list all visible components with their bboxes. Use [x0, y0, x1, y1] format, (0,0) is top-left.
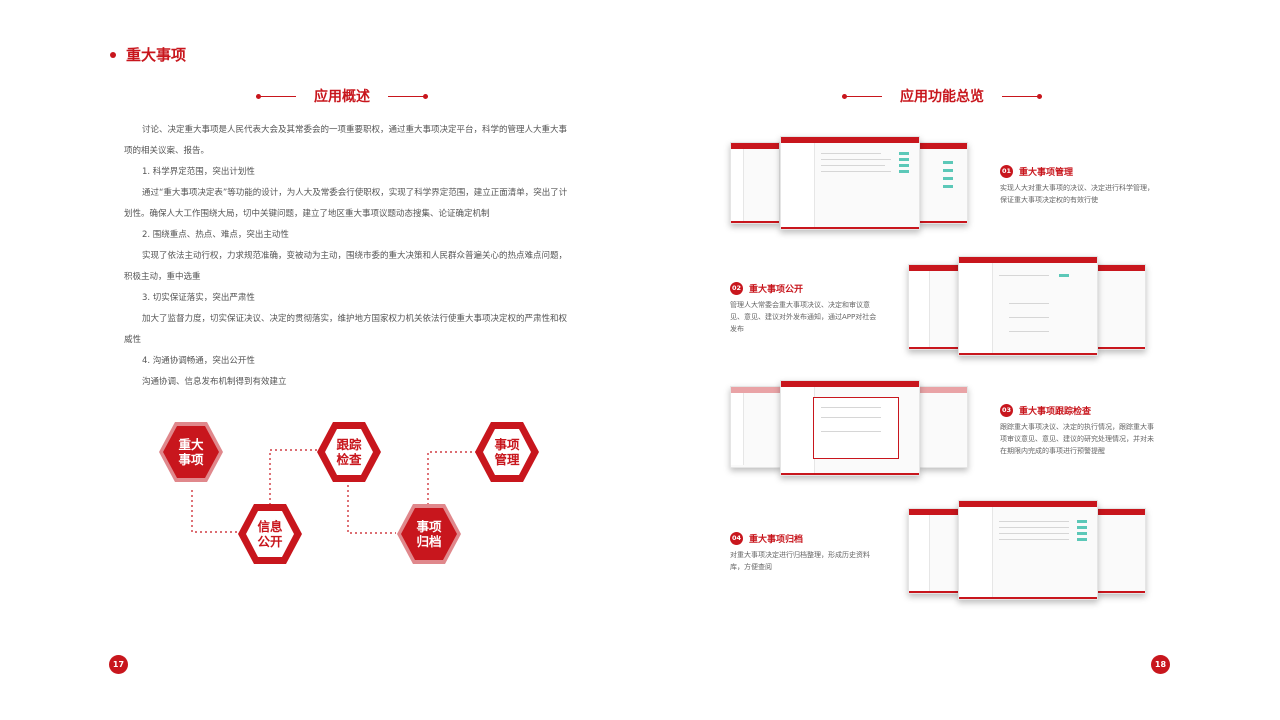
- screenshot-manage-right: [918, 142, 968, 224]
- connector-4: [427, 451, 480, 505]
- screenshot-archive-main: [958, 500, 1098, 600]
- feature-desc: 跟踪重大事项决议、决定的执行情况，跟踪重大事项审议意见、意见、建议的研究处理情况…: [1000, 423, 1154, 455]
- overview-heading: 应用概述: [256, 86, 428, 106]
- overview-point-3: 3. 切实保证落实，突出严肃性: [142, 293, 255, 303]
- feature-04: 04 重大事项归档 对重大事项决定进行归档整理，形成历史资料库，方便查阅: [730, 532, 880, 573]
- feature-02: 02 重大事项公开 管理人大常委会重大事项决议、决定和审议意见、意见、建议对外发布…: [730, 282, 880, 335]
- flow-hex-management: 事项管理: [474, 420, 540, 484]
- connector-2: [269, 449, 318, 505]
- page-number-right: 18: [1151, 655, 1170, 674]
- screenshot-public-left: [908, 264, 960, 350]
- flow-hex-archive: 事项归档: [396, 502, 462, 566]
- connector-1: [191, 490, 238, 533]
- heading-line-left: [842, 93, 882, 99]
- screenshot-manage-left: [730, 142, 780, 224]
- flow-connectors: [191, 449, 480, 534]
- screenshot-archive-right: [1096, 508, 1146, 594]
- feature-desc: 实现人大对重大事项的决议、决定进行科学管理，保证重大事项决定权的有效行使: [1000, 184, 1154, 204]
- screenshot-track-main: [780, 380, 920, 476]
- overview-point-2-desc: 实现了依法主动行权，力求规范准确，变被动为主动，围绕市委的重大决策和人民群众普遍…: [124, 251, 568, 282]
- page-title: 重大事项: [110, 44, 186, 65]
- feature-01: 01 重大事项管理 实现人大对重大事项的决议、决定进行科学管理，保证重大事项决定权…: [1000, 165, 1160, 206]
- overview-point-1-desc: 通过“重大事项决定表”等功能的设计，为人大及常委会行使职权，实现了科学界定范围，…: [124, 188, 568, 219]
- feature-number-badge: 04: [730, 532, 743, 545]
- overview-point-1: 1. 科学界定范围，突出计划性: [142, 167, 255, 177]
- feature-desc: 对重大事项决定进行归档整理，形成历史资料库，方便查阅: [730, 551, 870, 571]
- heading-line-right: [1002, 93, 1042, 99]
- heading-line-left: [256, 93, 296, 99]
- flow-hex-major-matters: 重大事项: [158, 420, 224, 484]
- page-number-left: 17: [109, 655, 128, 674]
- screenshot-track-left: [730, 386, 782, 468]
- overview-point-4: 4. 沟通协调畅通，突出公开性: [142, 356, 255, 366]
- feature-number-badge: 03: [1000, 404, 1013, 417]
- overview-intro: 讨论、决定重大事项是人民代表大会及其常委会的一项重要职权，通过重大事项决定平台，…: [124, 125, 568, 156]
- feature-number-badge: 02: [730, 282, 743, 295]
- screenshot-public-right: [1096, 264, 1146, 350]
- connector-3: [347, 485, 396, 534]
- feature-03: 03 重大事项跟踪检查 跟踪重大事项决议、决定的执行情况，跟踪重大事项审议意见、意…: [1000, 404, 1160, 457]
- overview-point-4-desc: 沟通协调、信息发布机制得到有效建立: [142, 377, 287, 387]
- features-heading: 应用功能总览: [842, 86, 1042, 106]
- screenshot-public-main: [958, 256, 1098, 356]
- page-title-text: 重大事项: [126, 46, 187, 64]
- feature-title: 重大事项管理: [1019, 168, 1074, 178]
- screenshot-track-right: [918, 386, 968, 468]
- feature-title: 重大事项归档: [749, 535, 804, 545]
- screenshot-manage-main: [780, 136, 920, 230]
- overview-point-3-desc: 加大了监督力度，切实保证决议、决定的贯彻落实，维护地方国家权力机关依法行使重大事…: [124, 314, 568, 345]
- feature-desc: 管理人大常委会重大事项决议、决定和审议意见、意见、建议对外发布通知，通过APP对…: [730, 301, 877, 333]
- overview-point-2: 2. 围绕重点、热点、难点，突出主动性: [142, 230, 289, 240]
- bullet-dot-icon: [110, 51, 116, 58]
- overview-text: 讨论、决定重大事项是人民代表大会及其常委会的一项重要职权，通过重大事项决定平台，…: [124, 120, 570, 393]
- feature-title: 重大事项公开: [749, 285, 804, 295]
- screenshot-archive-left: [908, 508, 960, 594]
- flow-hex-info-public: 信息公开: [237, 502, 303, 566]
- heading-line-right: [388, 93, 428, 99]
- feature-number-badge: 01: [1000, 165, 1013, 178]
- overview-heading-text: 应用概述: [314, 89, 370, 105]
- features-heading-text: 应用功能总览: [900, 89, 984, 105]
- feature-title: 重大事项跟踪检查: [1019, 407, 1092, 417]
- flow-hex-tracking-check: 跟踪检查: [316, 420, 382, 484]
